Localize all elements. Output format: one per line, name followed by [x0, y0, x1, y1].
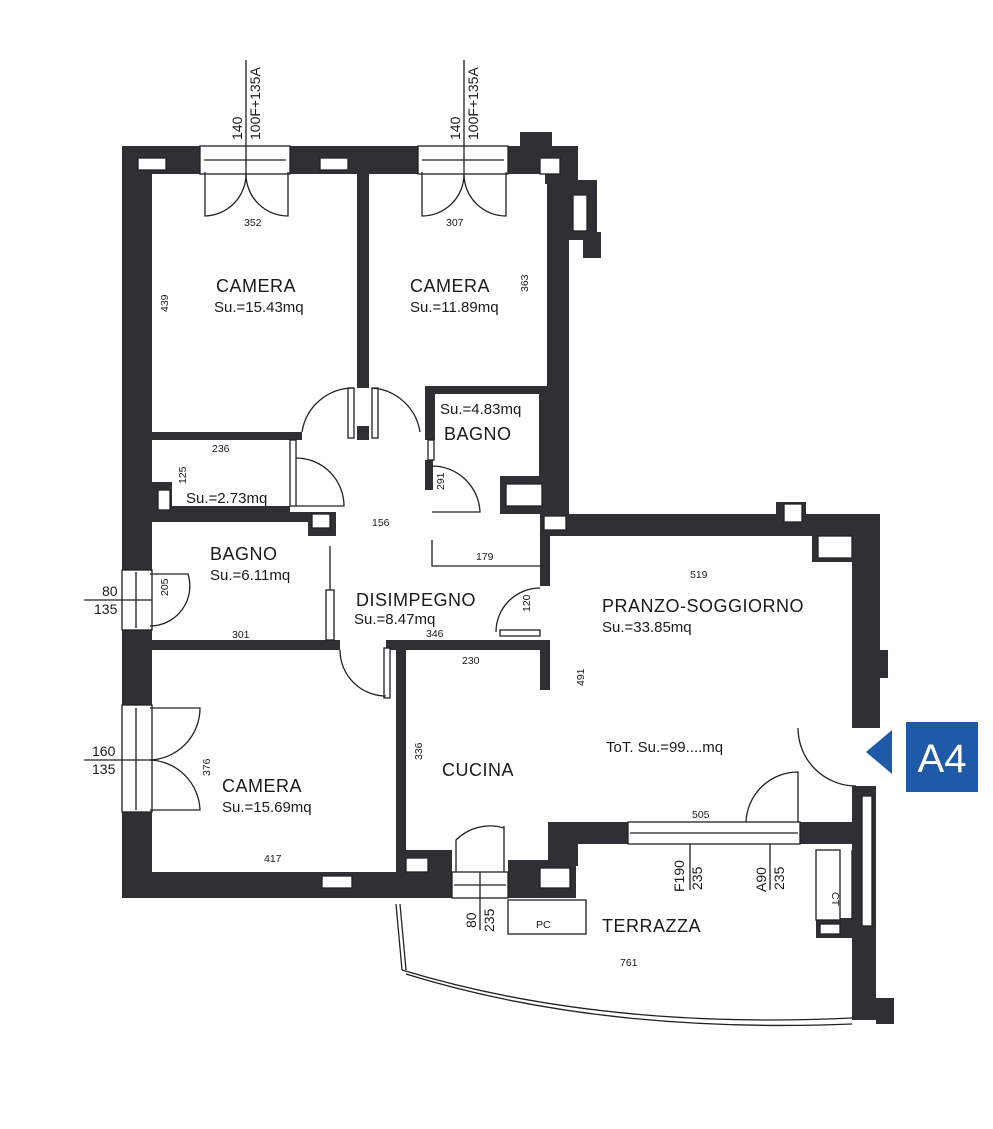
camera-nw-area: Su.=15.43mq	[214, 299, 304, 316]
camera-sw-area: Su.=15.69mq	[222, 799, 312, 816]
window-kitchen-width: 80	[463, 912, 479, 928]
ripostiglio-area: Su.=2.73mq	[186, 490, 267, 507]
window-kitchen-height: 235	[481, 908, 497, 932]
terrace	[395, 849, 853, 1027]
window-left2-height: 135	[92, 761, 116, 777]
niches	[137, 157, 873, 935]
dim-376: 376	[201, 758, 213, 776]
dim-336: 336	[413, 742, 425, 760]
camera-nw-name: CAMERA	[216, 276, 296, 296]
disimpegno-name: DISIMPEGNO	[356, 590, 476, 610]
dim-491: 491	[575, 668, 587, 686]
windows	[84, 60, 801, 930]
pranzo-area: Su.=33.85mq	[602, 619, 692, 636]
dim-230: 230	[462, 655, 480, 667]
dimensions: 352 307 439 363 236 125 156 291 179 205 …	[159, 217, 710, 969]
pranzo-name: PRANZO-SOGGIORNO	[602, 596, 804, 616]
window-left2-width: 160	[92, 743, 116, 759]
window-top-right-width: 140	[447, 116, 463, 140]
dim-125: 125	[177, 466, 189, 484]
dim-205: 205	[159, 578, 171, 596]
window-a-height: 235	[771, 866, 787, 890]
window-left1-width: 80	[102, 583, 118, 599]
fixture-ct: CT	[829, 892, 841, 907]
camera-ne-name: CAMERA	[410, 276, 490, 296]
dim-156: 156	[372, 517, 390, 529]
dim-346: 346	[426, 628, 444, 640]
dim-236: 236	[212, 443, 230, 455]
window-top-left-height: 100F+135A	[247, 67, 263, 140]
dim-179: 179	[476, 551, 494, 563]
bagno-w-name: BAGNO	[210, 544, 278, 564]
bagno-w-area: Su.=6.11mq	[210, 567, 290, 584]
dim-307: 307	[446, 217, 464, 229]
window-top-left-width: 140	[229, 116, 245, 140]
doors	[289, 387, 857, 787]
dim-352: 352	[244, 217, 262, 229]
bagno-ne-name: BAGNO	[444, 424, 512, 444]
dim-301: 301	[232, 629, 250, 641]
room-labels: CAMERA Su.=15.43mq CAMERA Su.=11.89mq Su…	[186, 276, 804, 936]
window-f-width: F190	[671, 860, 687, 892]
total-area: ToT. Su.=99....mq	[606, 739, 723, 756]
fixture-pc: PC	[536, 919, 551, 931]
unit-badge-text: A4	[918, 737, 967, 781]
dim-417: 417	[264, 853, 282, 865]
cucina-name: CUCINA	[442, 760, 514, 780]
window-f-height: 235	[689, 866, 705, 890]
dim-363: 363	[519, 274, 531, 292]
window-top-right-height: 100F+135A	[465, 67, 481, 140]
window-a-width: A90	[753, 867, 769, 892]
bagno-ne-area: Su.=4.83mq	[440, 401, 521, 418]
camera-sw-name: CAMERA	[222, 776, 302, 796]
dim-519: 519	[690, 569, 708, 581]
fixtures: PC CT	[536, 892, 841, 931]
unit-badge: A4	[866, 722, 978, 792]
disimpegno-area: Su.=8.47mq	[354, 611, 435, 628]
dim-120: 120	[521, 594, 533, 612]
terrazza-name: TERRAZZA	[602, 916, 701, 936]
dim-761: 761	[620, 957, 638, 969]
dim-291: 291	[435, 472, 447, 490]
dim-505: 505	[692, 809, 710, 821]
dim-439: 439	[159, 294, 171, 312]
walls	[122, 132, 894, 1024]
window-left1-height: 135	[94, 601, 118, 617]
camera-ne-area: Su.=11.89mq	[410, 299, 499, 316]
window-labels: 140 100F+135A 140 100F+135A 80 135 160 1…	[92, 67, 787, 932]
